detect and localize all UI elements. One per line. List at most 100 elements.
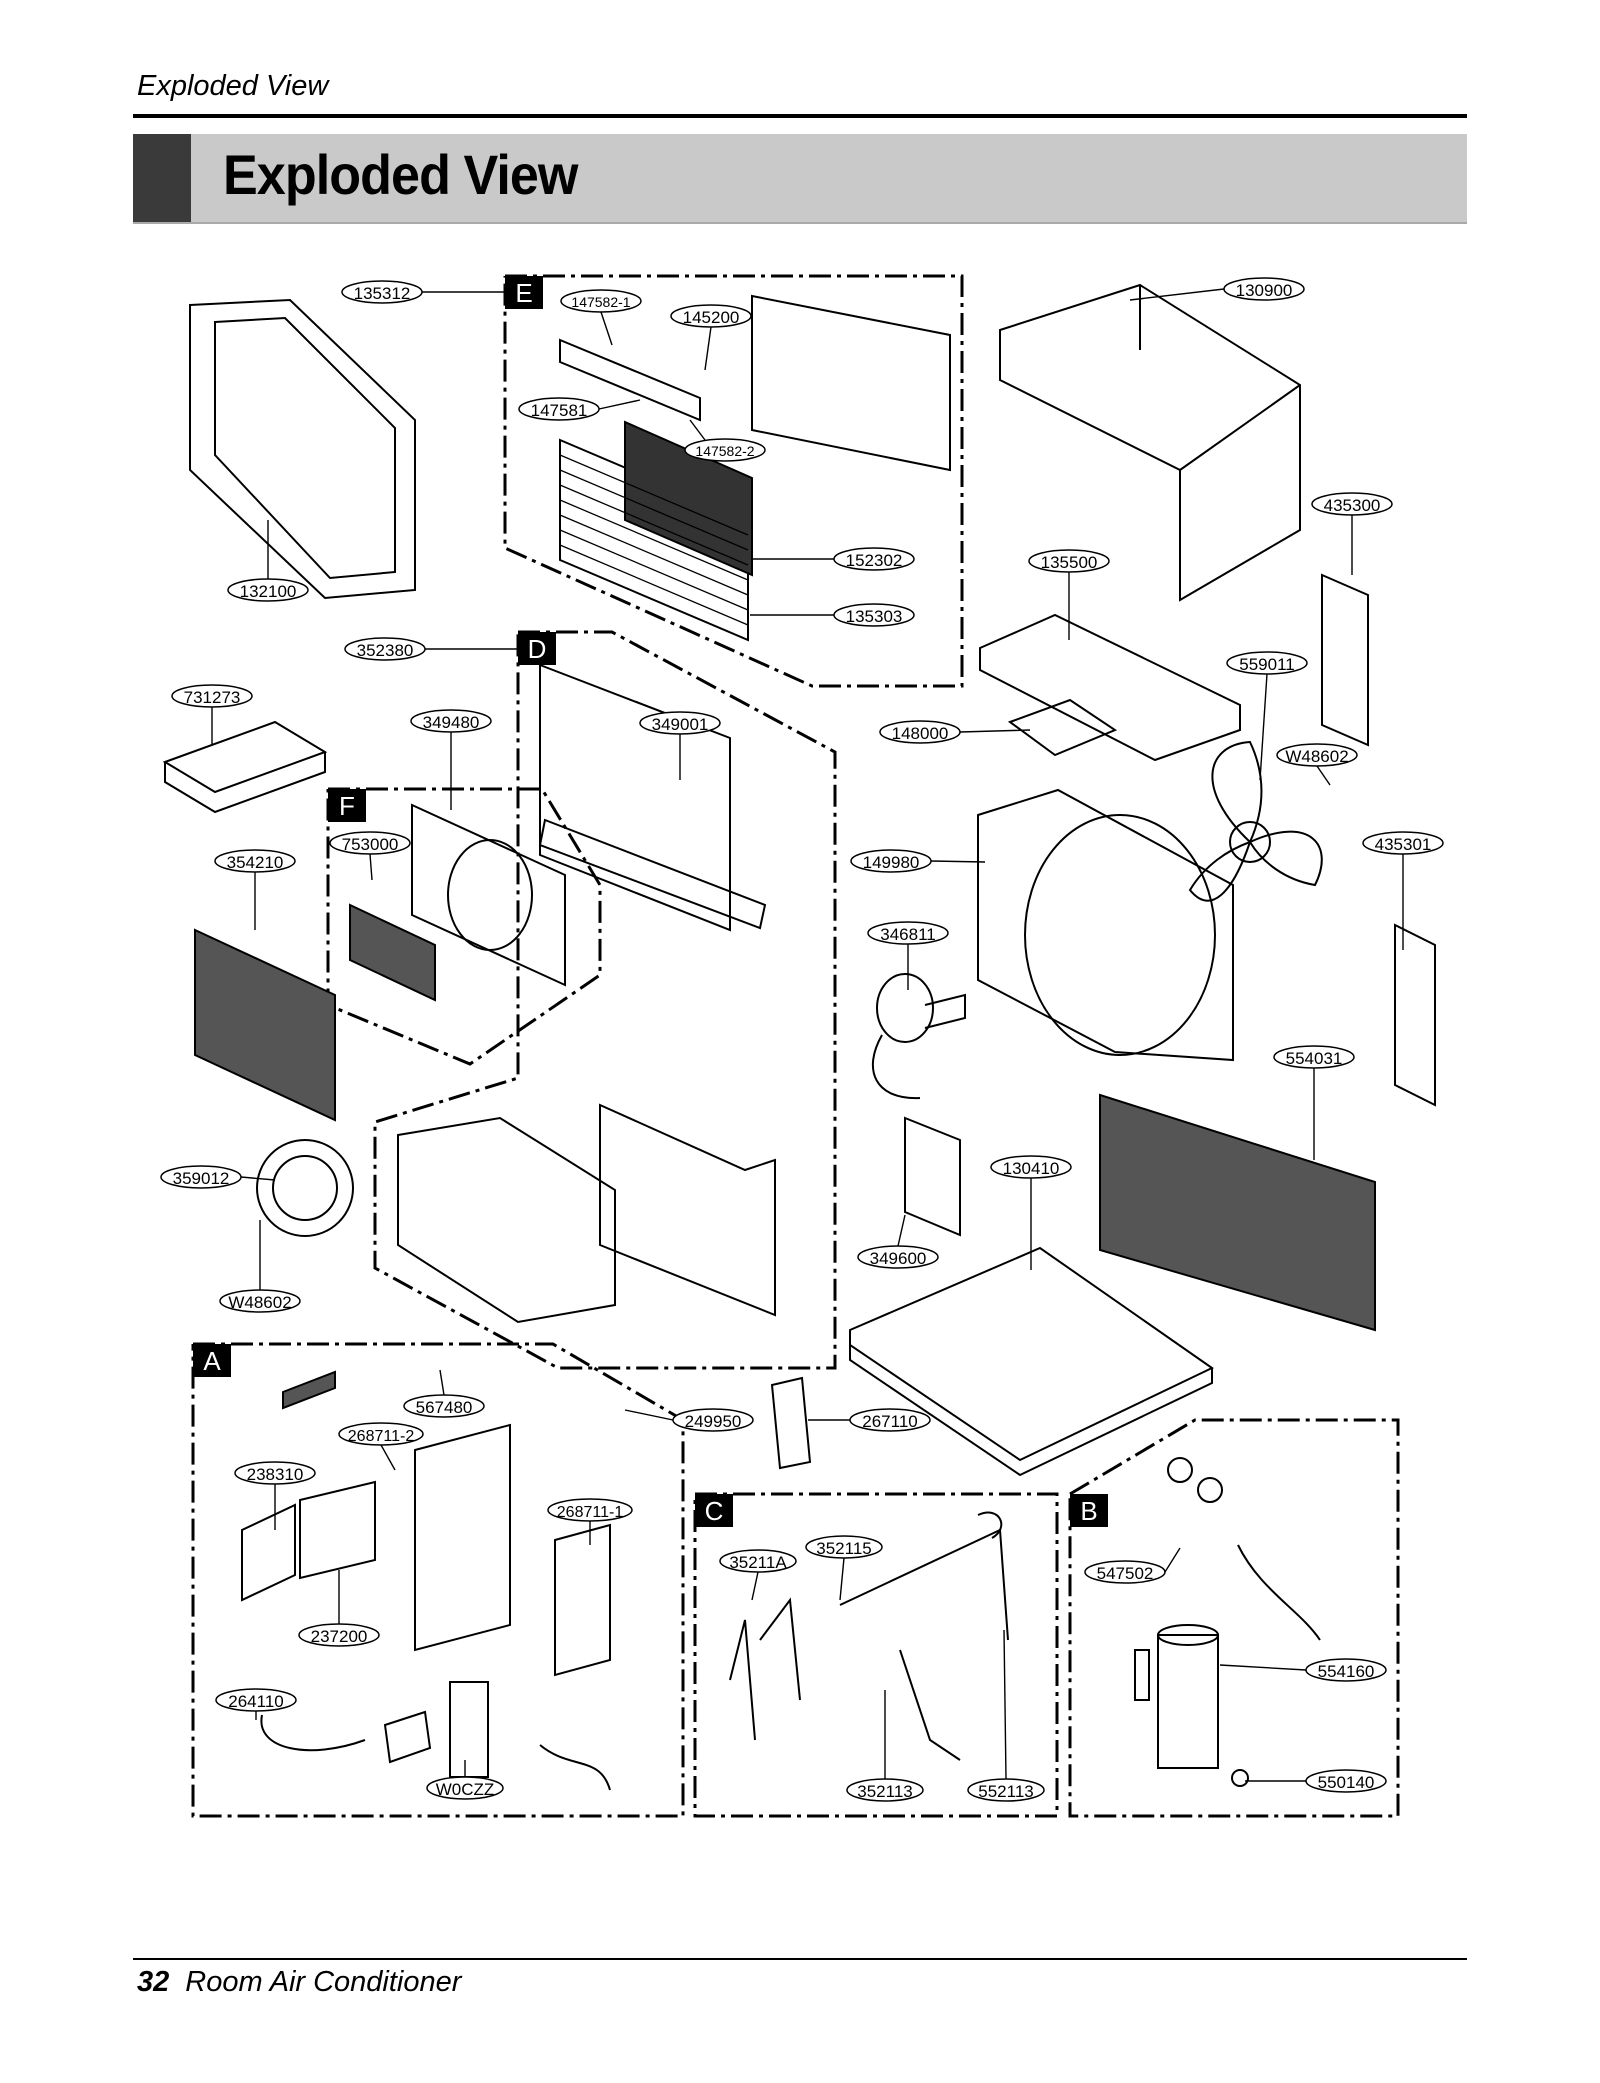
leader-line [1003, 1629, 1007, 1780]
callout-text: W48602 [228, 1293, 291, 1312]
callout-349480: 349480 [410, 709, 492, 733]
leader-line [1316, 765, 1331, 786]
callout-354210: 354210 [214, 849, 296, 873]
callout-text: 559011 [1239, 655, 1294, 674]
callout-text: 132100 [240, 582, 297, 601]
section-c-parts [729, 1511, 1009, 1761]
callout-text: 152302 [846, 551, 903, 570]
air-guide-part [979, 613, 1241, 762]
callout-text: 554160 [1318, 1662, 1375, 1681]
heater-part [349, 803, 566, 1002]
callout-359012: 359012 [160, 1165, 242, 1189]
footer-title: Room Air Conditioner [185, 1966, 462, 1998]
fan-shroud-part [977, 788, 1234, 1062]
callout-text: 550140 [1318, 1773, 1375, 1792]
section-a-boundary [191, 1342, 685, 1818]
leader-line [369, 853, 373, 881]
callout-352380: 352380 [344, 637, 426, 661]
fan-motor-part [871, 973, 966, 1100]
callout-w48602-b: W48602 [219, 1289, 301, 1313]
section-badge-f [328, 789, 366, 822]
drain-pan-part [397, 1116, 616, 1324]
title-band: Exploded View [133, 134, 1467, 224]
callout-249950: 249950 [672, 1408, 754, 1432]
callout-130410: 130410 [990, 1155, 1072, 1179]
callout-text: 149980 [863, 853, 920, 872]
callout-552113: 552113 [967, 1778, 1045, 1802]
callout-text: 349600 [870, 1249, 927, 1268]
callout-text: 349480 [423, 713, 480, 732]
callout-135500: 135500 [1028, 549, 1110, 573]
section-label-e: E [515, 278, 532, 308]
callout-268711-2: 268711-2 [338, 1422, 424, 1446]
page-footer: 32 Room Air Conditioner [137, 1966, 461, 1999]
leader-line [839, 1557, 845, 1601]
leader-line [959, 729, 1031, 733]
callout-text: W0CZZ [436, 1780, 495, 1799]
base-pan-part [849, 1246, 1214, 1477]
callout-text: 753000 [342, 835, 399, 854]
callout-text: 130900 [1236, 281, 1293, 300]
callout-132100: 132100 [227, 578, 309, 602]
section-badge-b [1070, 1494, 1108, 1527]
callout-text: 731273 [184, 688, 241, 707]
callout-text: 145200 [683, 308, 740, 327]
callout-text: 135303 [846, 607, 903, 626]
callout-text: 267110 [862, 1412, 917, 1431]
page-number: 32 [137, 1966, 170, 1998]
callout-148000: 148000 [879, 720, 961, 744]
callout-text: 554031 [1286, 1049, 1343, 1068]
leader-line [600, 311, 613, 346]
callout-435301: 435301 [1362, 831, 1444, 855]
part-drawings [162, 283, 1436, 1791]
callout-435300: 435300 [1311, 492, 1393, 516]
section-badge-a [193, 1344, 231, 1377]
callout-352113: 352113 [846, 1778, 924, 1802]
callout-text: 135312 [354, 284, 411, 303]
callout-text: 249950 [685, 1412, 742, 1431]
callout-text: 35211A [729, 1553, 787, 1572]
callout-267110: 267110 [849, 1408, 931, 1432]
running-header: Exploded View [137, 70, 329, 102]
callout-text: 268711-2 [348, 1428, 415, 1445]
propeller-fan-part [1188, 740, 1323, 902]
footer-rule [133, 1958, 1467, 1960]
callout-349001: 349001 [639, 711, 721, 735]
callout-35211a: 35211A [719, 1549, 797, 1573]
section-label-b: B [1080, 1496, 1097, 1526]
callout-554031: 554031 [1273, 1045, 1355, 1069]
leader-line [930, 860, 986, 863]
leader-line [1219, 1664, 1307, 1671]
callout-152302: 152302 [833, 547, 915, 571]
leader-line [1259, 673, 1268, 781]
callout-130900: 130900 [1223, 277, 1305, 301]
leader-lines [211, 288, 1404, 1782]
leader-line [598, 399, 641, 410]
callout-237200: 237200 [298, 1623, 380, 1647]
evaporator-part [194, 928, 336, 1122]
callout-text: 352380 [357, 641, 414, 660]
callout-554160: 554160 [1305, 1658, 1387, 1682]
section-a-parts [241, 1370, 611, 1791]
callout-text: 148000 [892, 724, 949, 743]
callout-text: 567480 [416, 1398, 473, 1417]
section-e-boundary [503, 274, 964, 688]
motor-mount-part [904, 1116, 961, 1237]
callout-547502: 547502 [1084, 1560, 1166, 1584]
box-part [162, 720, 328, 814]
callout-147581: 147581 [518, 397, 600, 421]
callout-135312: 135312 [341, 280, 423, 304]
leader-line [897, 1214, 906, 1247]
condenser-coil-part [1099, 1093, 1376, 1332]
callout-text: 552113 [978, 1782, 1033, 1801]
section-b-parts [1134, 1457, 1321, 1787]
callout-text: 352113 [857, 1782, 912, 1801]
leader-line [624, 1409, 674, 1421]
callout-text: 435300 [1324, 496, 1381, 515]
callout-text: 346811 [880, 925, 935, 944]
callout-149980: 149980 [850, 849, 932, 873]
cabinet-part [999, 283, 1301, 602]
section-c-boundary [693, 1492, 1059, 1818]
callout-349600: 349600 [857, 1245, 939, 1269]
callout-145200: 145200 [670, 304, 752, 328]
